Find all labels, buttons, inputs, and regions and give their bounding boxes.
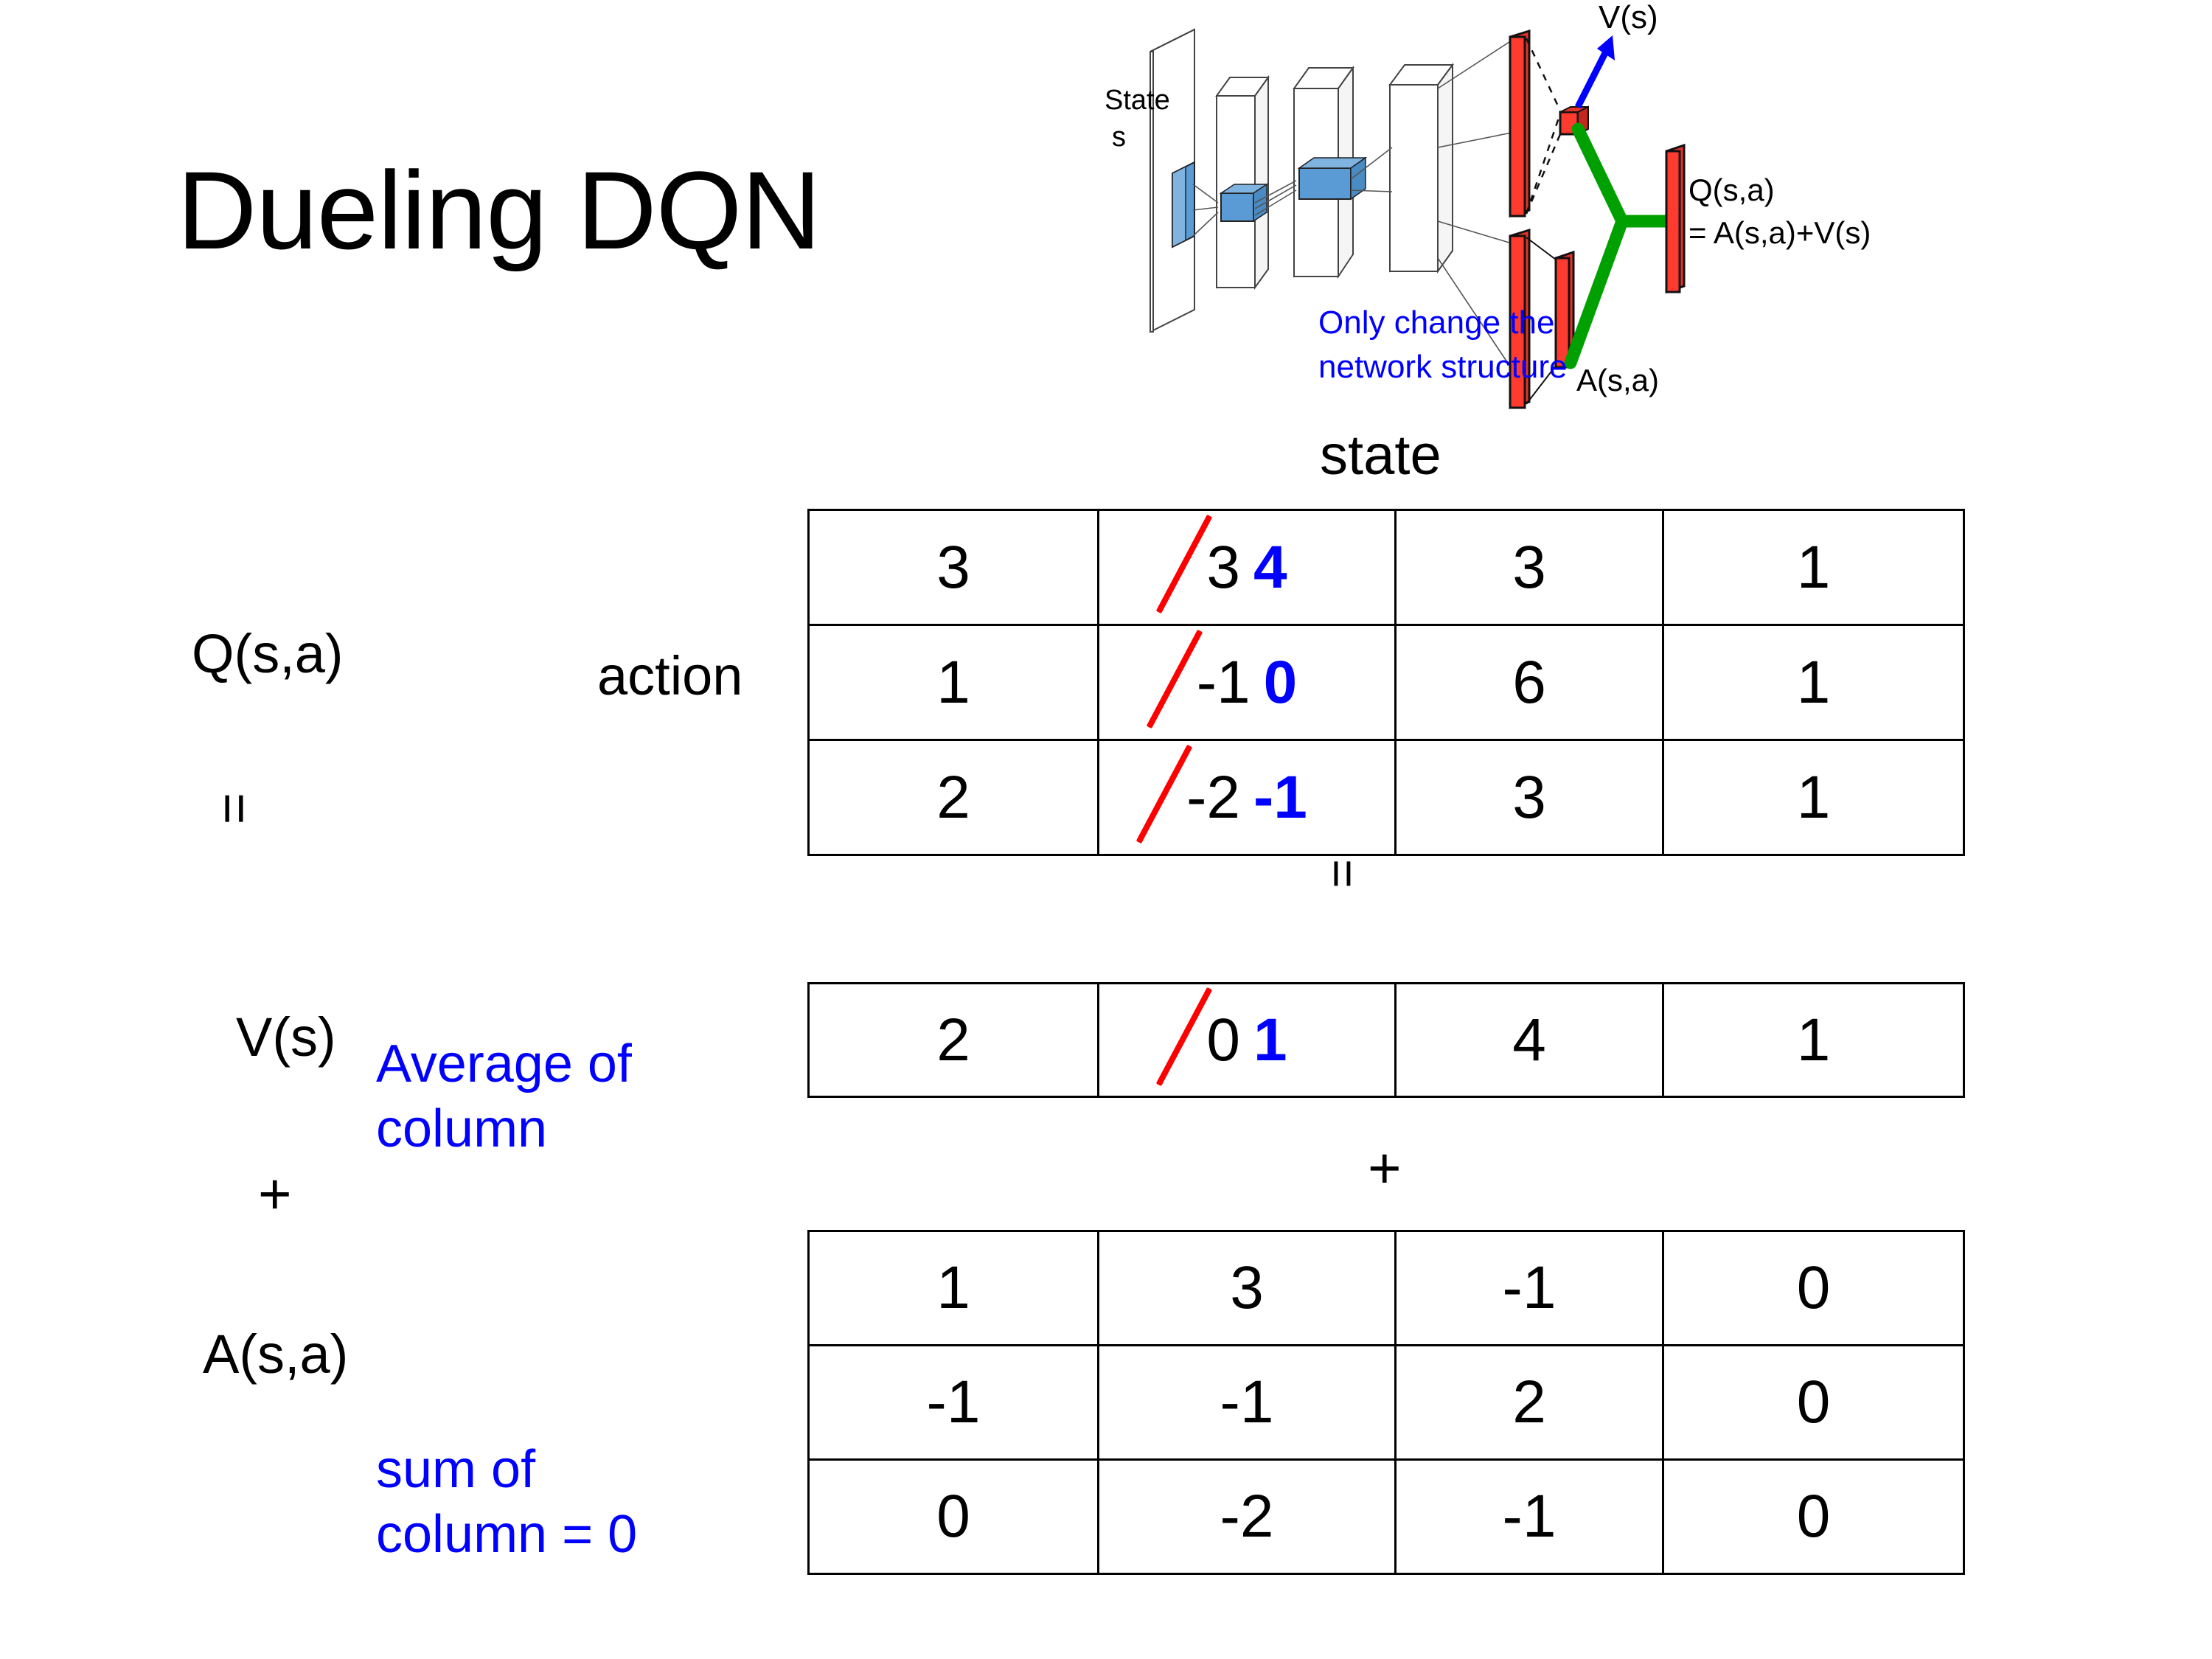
avg-note-line-2: column: [376, 1099, 548, 1158]
q-cell-r1c2: 6: [1394, 624, 1664, 741]
value-dashed-links: [1525, 38, 1562, 215]
page-title: Dueling DQN: [177, 148, 821, 272]
advantage-value-table: 1 3 -1 0 -1 -1 2 0 0 -2 -1 0: [807, 1230, 1965, 1575]
v-cell-c3: 1: [1662, 982, 1965, 1098]
a-cell-r2c3: 0: [1662, 1458, 1965, 1575]
v-function-label: V(s): [236, 1006, 336, 1068]
conv-block-3-icon: [1388, 62, 1454, 274]
q-value-table: 3 3 4 3 1 1 -1 0 6 1 2 -2 -1 3 1: [807, 509, 1965, 856]
q-cell-r2c1-new: -1: [1253, 763, 1307, 831]
average-of-column-note: Average of column: [376, 1032, 632, 1162]
q-cell-r0c1-new: 4: [1253, 533, 1287, 601]
connection-lines: [1192, 40, 1512, 369]
table-row: 3 3 4 3 1: [807, 509, 1965, 626]
dueling-network-diagram: State s V(s) A(s,a) Q(s,a) = A(s,a)+V(s)…: [1099, 0, 2212, 413]
a-function-label: A(s,a): [203, 1324, 349, 1385]
equals-sign-middle: =: [1315, 859, 1371, 888]
v-arrow-icon: [1574, 35, 1615, 109]
table-row: 2 0 1 4 1: [807, 982, 1965, 1098]
q-cell-r1c0: 1: [807, 624, 1099, 741]
a-cell-r0c1: 3: [1097, 1230, 1397, 1346]
a-cell-r0c3: 0: [1662, 1230, 1965, 1346]
advantage-stream-bar-icon: [1509, 228, 1531, 410]
a-cell-r0c2: -1: [1394, 1230, 1664, 1346]
diagram-v-label: V(s): [1599, 0, 1658, 35]
q-cell-r1c1-old: -1: [1196, 648, 1251, 716]
q-cell-r2c1-old: -2: [1186, 763, 1240, 831]
plus-sign-middle: +: [1368, 1135, 1402, 1200]
q-function-label: Q(s,a): [192, 623, 344, 684]
v-cell-c1-new: 1: [1253, 1006, 1287, 1074]
action-axis-label: action: [597, 645, 743, 706]
a-cell-r2c1: -2: [1097, 1458, 1397, 1575]
a-cell-r2c2: -1: [1394, 1458, 1664, 1575]
q-cell-r1c1-new: 0: [1263, 648, 1298, 716]
table-row: 1 -1 0 6 1: [807, 624, 1965, 741]
q-cell-r0c1-old: 3: [1206, 533, 1240, 601]
diagram-state-label: State: [1105, 85, 1170, 116]
q-cell-r0c2: 3: [1394, 509, 1664, 626]
q-cell-r0c1: 3 4: [1097, 509, 1397, 626]
a-cell-r0c0: 1: [807, 1230, 1099, 1346]
input-plane-icon: [1150, 28, 1195, 333]
table-row: 0 -2 -1 0: [807, 1458, 1965, 1575]
merge-green-link: [1564, 122, 1677, 369]
advantage-links: [1526, 237, 1557, 405]
q-cell-r2c2: 3: [1394, 739, 1664, 856]
a-cell-r1c2: 2: [1394, 1344, 1664, 1461]
v-cell-c1-old: 0: [1206, 1006, 1240, 1074]
diagram-q-label-2: = A(s,a)+V(s): [1688, 215, 1871, 250]
v-value-table: 2 0 1 4 1: [807, 982, 1965, 1098]
v-cell-c2: 4: [1394, 982, 1664, 1098]
avg-note-line-1: Average of: [376, 1034, 632, 1093]
sum-note-line-2: column = 0: [376, 1504, 638, 1564]
q-cell-r0c0: 3: [807, 509, 1099, 626]
state-axis-label: state: [1320, 424, 1441, 487]
diagram-state-sub: s: [1112, 122, 1126, 153]
diagram-a-label: A(s,a): [1576, 363, 1659, 397]
q-cell-r1c3: 1: [1662, 624, 1965, 741]
q-cell-r0c3: 1: [1662, 509, 1965, 626]
q-cell-r1c1: -1 0: [1097, 624, 1397, 741]
q-cell-r2c0: 2: [807, 739, 1099, 856]
q-cell-r2c1: -2 -1: [1097, 739, 1397, 856]
q-cell-r2c3: 1: [1662, 739, 1965, 856]
diagram-note-line1: Only change the: [1318, 305, 1554, 341]
sum-note-line-1: sum of: [376, 1440, 536, 1499]
table-row: 1 3 -1 0: [807, 1230, 1965, 1346]
a-cell-r1c1: -1: [1097, 1344, 1397, 1461]
diagram-note-line2: network structure: [1318, 349, 1567, 385]
conv-block-2-icon: [1293, 65, 1368, 279]
table-row: 2 -2 -1 3 1: [807, 739, 1965, 856]
v-cell-c1: 0 1: [1097, 982, 1397, 1098]
advantage-vector-bar-icon: [1554, 250, 1575, 369]
table-row: -1 -1 2 0: [807, 1344, 1965, 1461]
a-cell-r2c0: 0: [807, 1458, 1099, 1575]
diagram-q-label-1: Q(s,a): [1688, 173, 1775, 207]
sum-of-column-note: sum of column = 0: [376, 1438, 637, 1568]
value-stream-bar-icon: [1509, 29, 1531, 218]
equals-sign-left: =: [204, 793, 265, 825]
plus-sign-left: +: [258, 1161, 292, 1226]
q-output-bar-icon: [1665, 143, 1686, 294]
v-cell-c0: 2: [807, 982, 1099, 1098]
a-cell-r1c0: -1: [807, 1344, 1099, 1461]
conv-block-1-icon: [1215, 74, 1270, 291]
a-cell-r1c3: 0: [1662, 1344, 1965, 1461]
